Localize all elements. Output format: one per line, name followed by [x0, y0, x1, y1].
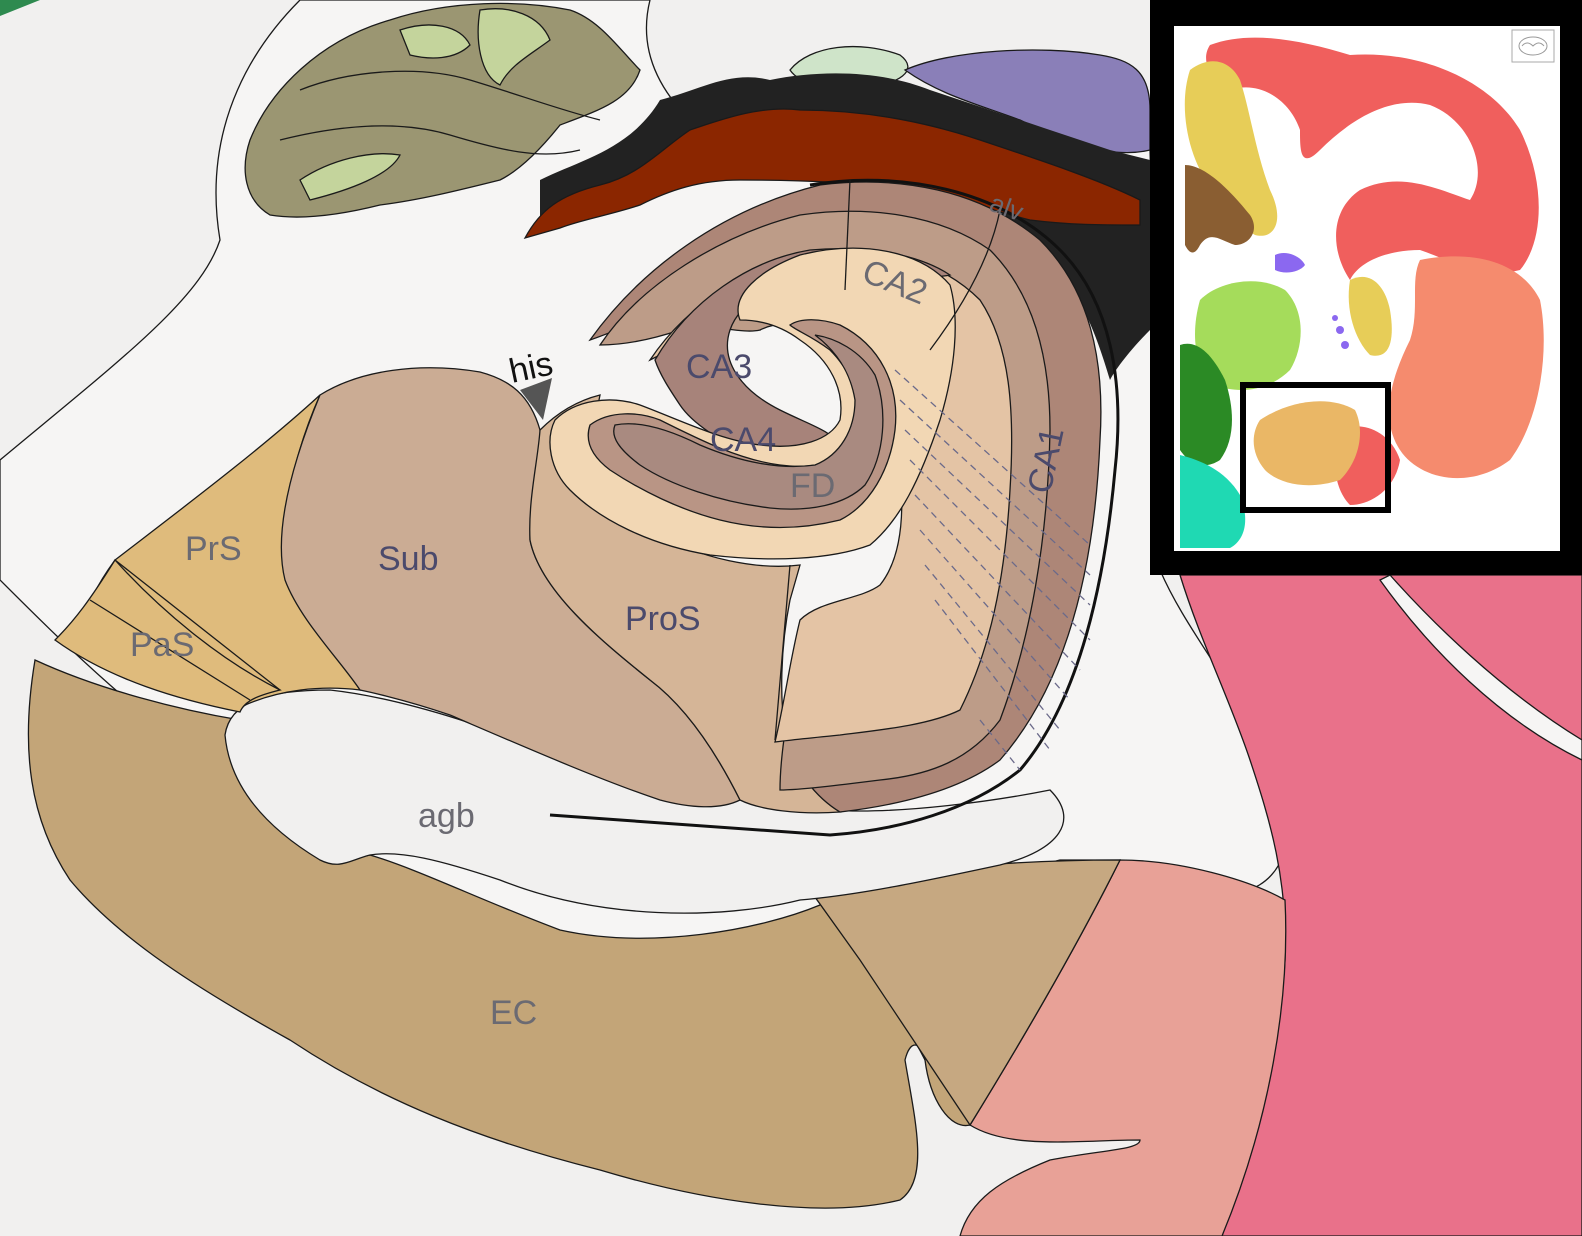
- inset-dark-green-region: [1180, 343, 1232, 466]
- inset-cortex-orange: [1389, 256, 1544, 479]
- triangle-pointer-icon: [520, 378, 552, 420]
- label-prs: PrS: [185, 530, 242, 568]
- inset-highlight-box: [1240, 382, 1391, 513]
- olive-fold-2: [279, 125, 581, 155]
- inset-teal-region: [1180, 455, 1246, 548]
- label-pros: ProS: [625, 600, 701, 638]
- label-ca3: CA3: [686, 348, 752, 386]
- parasubiculum-region: [54, 558, 282, 713]
- ca1-hatching: [894, 369, 1091, 771]
- green-corner-region: [0, 0, 40, 16]
- inset-cortex-red: [1206, 37, 1539, 280]
- ca2-ca3-boundary: [844, 179, 851, 291]
- label-ca4: CA4: [710, 421, 776, 459]
- inset-lime-region: [1195, 281, 1301, 390]
- ca1-ca2-boundary: [929, 209, 1001, 351]
- overview-inset: [1150, 0, 1582, 575]
- brain-thumbnail-icon: [1511, 29, 1555, 63]
- pros-ca1-boundary: [774, 564, 791, 741]
- inset-violet-blob: [1275, 253, 1305, 273]
- label-ec: EC: [490, 994, 537, 1032]
- label-agb: agb: [418, 797, 475, 835]
- olive-fold-1: [299, 70, 601, 121]
- inset-violet-dot-1: [1336, 326, 1344, 334]
- label-pas: PaS: [130, 626, 194, 664]
- label-his: his: [506, 345, 556, 391]
- label-sub: Sub: [378, 540, 439, 578]
- olive-lobule-3: [299, 153, 401, 201]
- inset-yellow-small: [1348, 276, 1392, 356]
- inset-brown-cortex: [1185, 165, 1255, 253]
- pas-ec-boundary: [89, 599, 251, 701]
- prs-pas-boundary: [114, 559, 281, 691]
- ca4-region: [613, 334, 884, 510]
- olive-lobule-2: [477, 8, 551, 86]
- inset-violet-dot-3: [1332, 315, 1338, 321]
- label-fd: FD: [790, 467, 835, 505]
- inset-yellow-cortex: [1184, 61, 1278, 236]
- inset-hippocampus: [1253, 401, 1360, 486]
- inset-violet-dot-2: [1341, 341, 1349, 349]
- olive-lobule-1: [399, 24, 471, 59]
- alveus-line: [549, 178, 1120, 837]
